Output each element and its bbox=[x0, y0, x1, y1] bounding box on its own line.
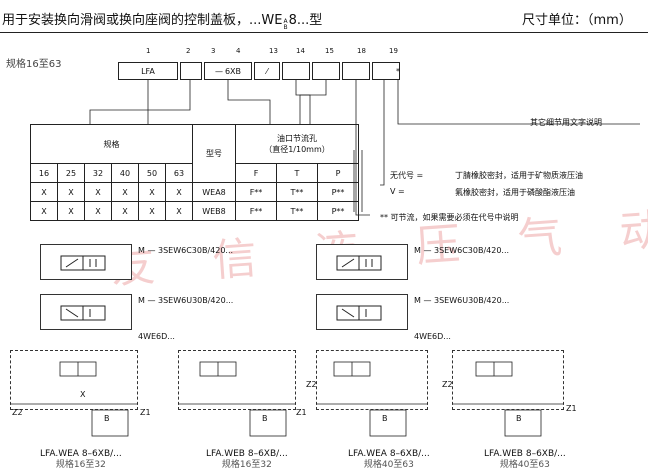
valve-label-4: M — 3SEW6U30B/420... bbox=[414, 296, 510, 305]
caption-2-line1: LFA.WEB 8–6XB/... bbox=[206, 449, 288, 459]
valve-label-3: M — 3SEW6U30B/420... bbox=[138, 296, 234, 305]
schematic-2 bbox=[178, 350, 296, 410]
valve-symbol-2 bbox=[336, 255, 382, 271]
code-num-3: 3 bbox=[211, 47, 216, 55]
th-ports: 油口节流孔 （直径1/10mm） bbox=[235, 124, 359, 164]
title-sup-a: A bbox=[283, 18, 288, 25]
title-sup-b: B bbox=[283, 24, 288, 31]
valve-symbol-1 bbox=[60, 255, 106, 271]
model: WEB8 bbox=[192, 201, 236, 221]
port-b-2: B bbox=[262, 414, 268, 423]
code-cell-size bbox=[180, 62, 202, 80]
th-ports-1: 油口节流孔 bbox=[277, 134, 317, 143]
code-num-2: 2 bbox=[186, 47, 191, 55]
valve-symbol-4 bbox=[336, 305, 382, 321]
schematic-3 bbox=[316, 350, 428, 410]
title-suffix: 8...型 bbox=[288, 13, 323, 28]
port-b-4: B bbox=[516, 414, 522, 423]
valve-label-2: M — 3SEW6C30B/420... bbox=[414, 246, 510, 255]
mark: X bbox=[30, 201, 58, 221]
caption-3-line1: LFA.WEA 8–6XB/... bbox=[348, 449, 430, 459]
port-f: F** bbox=[235, 201, 277, 221]
code-cell-19: * bbox=[396, 66, 400, 76]
units-label: 尺寸单位：（mm） bbox=[522, 13, 632, 28]
port-b-1: B bbox=[104, 414, 110, 423]
code-cell-18 bbox=[372, 62, 400, 80]
model-4we-left: 4WE6D... bbox=[138, 332, 175, 341]
table-row: X X X X X X WEB8 F** T** P** bbox=[30, 201, 359, 221]
th-ports-2: （直径1/10mm） bbox=[264, 145, 330, 154]
code-num-19: 19 bbox=[389, 47, 398, 55]
valve-block-3 bbox=[40, 294, 132, 330]
caption-3: LFA.WEA 8–6XB/...规格40至63 bbox=[348, 449, 430, 471]
caption-1-line1: LFA.WEA 8–6XB/... bbox=[40, 449, 122, 459]
th-spec: 规格 bbox=[30, 124, 193, 164]
valve-symbol-3 bbox=[60, 305, 106, 321]
caption-4-line1: LFA.WEB 8–6XB/... bbox=[484, 449, 566, 459]
seal-nocode: 无代号 = bbox=[390, 171, 424, 180]
caption-4-line2: 规格40至63 bbox=[499, 460, 550, 470]
port-z2-4: Z2 bbox=[442, 380, 453, 389]
title-text: 用于安装换向滑阀或换向座阀的控制盖板，...WE bbox=[2, 13, 283, 28]
code-num-15: 15 bbox=[325, 47, 334, 55]
spec-table: 规格 型号 油口节流孔（直径1/10mm） 16 25 32 40 50 63 … bbox=[30, 124, 359, 221]
caption-2: LFA.WEB 8–6XB/...规格16至32 bbox=[206, 449, 288, 471]
other-details-label: 其它细节用文字说明 bbox=[530, 118, 602, 127]
code-num-18: 18 bbox=[357, 47, 366, 55]
code-num-4: 4 bbox=[236, 47, 241, 55]
valve-block-1 bbox=[40, 244, 132, 280]
port-z1-1: Z1 bbox=[140, 408, 151, 417]
port-p: P** bbox=[317, 201, 359, 221]
port-z1-4: Z1 bbox=[566, 404, 577, 413]
caption-1: LFA.WEA 8–6XB/...规格16至32 bbox=[40, 449, 122, 471]
th-model: 型号 bbox=[192, 124, 236, 183]
seal-v-desc: 氟橡胶密封，适用于磷酸酯液压油 bbox=[455, 188, 575, 197]
valve-block-4 bbox=[316, 294, 408, 330]
code-num-1: 1 bbox=[146, 47, 151, 55]
port-z2-1: Z2 bbox=[12, 408, 23, 417]
caption-3-line2: 规格40至63 bbox=[363, 460, 414, 470]
code-cell-15 bbox=[342, 62, 370, 80]
caption-4: LFA.WEB 8–6XB/...规格40至63 bbox=[484, 449, 566, 471]
port-x-1: X bbox=[80, 390, 86, 399]
table-row: X X X X X X WEA8 F** T** P** bbox=[30, 182, 359, 202]
code-num-14: 14 bbox=[296, 47, 305, 55]
code-series-text: 6XB bbox=[224, 66, 242, 76]
schematic-1 bbox=[10, 350, 138, 410]
header-divider bbox=[0, 32, 648, 33]
port-z2-3: Z2 bbox=[306, 380, 317, 389]
caption-1-line2: 规格16至32 bbox=[55, 460, 106, 470]
code-cell-14 bbox=[312, 62, 340, 80]
port-t: T** bbox=[276, 201, 318, 221]
throttle-note: ** 可节流，如果需要必须在代号中说明 bbox=[380, 213, 519, 222]
spec-range-label: 规格16至63 bbox=[6, 59, 62, 70]
port-z1-2: Z1 bbox=[296, 408, 307, 417]
seal-v: V = bbox=[390, 187, 405, 196]
port-b-3: B bbox=[382, 414, 388, 423]
schematic-4 bbox=[452, 350, 564, 410]
valve-block-2 bbox=[316, 244, 408, 280]
model-4we-right: 4WE6D... bbox=[414, 332, 451, 341]
code-cell-type: LFA bbox=[118, 62, 178, 80]
code-cell-slash: ⁄ bbox=[254, 62, 280, 80]
code-num-13: 13 bbox=[269, 47, 278, 55]
code-cell-13 bbox=[282, 62, 310, 80]
valve-label-1: M — 3SEW6C30B/420... bbox=[138, 246, 234, 255]
code-cell-series: —6XB bbox=[204, 62, 252, 80]
seal-nocode-desc: 丁腈橡胶密封，适用于矿物质液压油 bbox=[455, 171, 583, 180]
caption-2-line2: 规格16至32 bbox=[221, 460, 272, 470]
